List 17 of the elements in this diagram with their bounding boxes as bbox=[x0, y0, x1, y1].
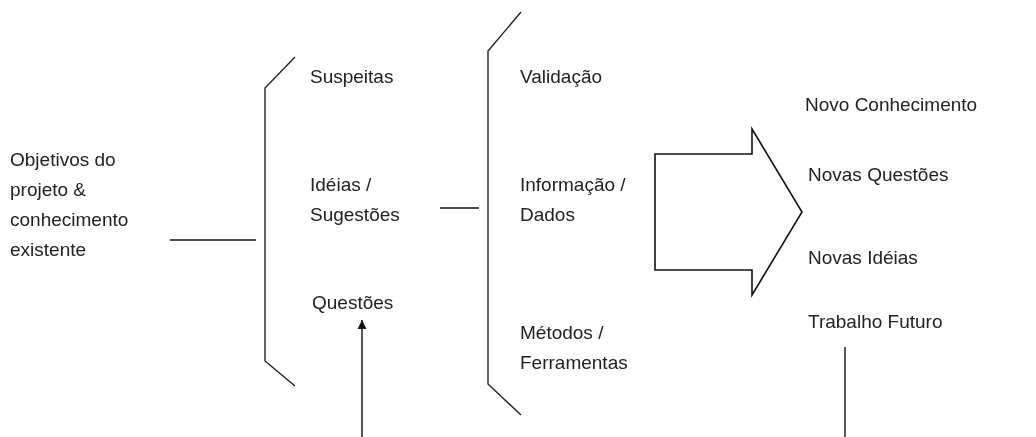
arrow bbox=[357, 319, 367, 437]
text-label: Validação bbox=[520, 62, 603, 92]
text-label: Métodos / Ferramentas bbox=[520, 318, 645, 378]
connector-line bbox=[439, 207, 480, 209]
connector-line bbox=[844, 346, 846, 437]
bracket-shape bbox=[262, 55, 297, 388]
block-arrow bbox=[654, 126, 803, 298]
text-label: Novas Questões bbox=[808, 160, 1028, 190]
text-label: Informação / Dados bbox=[520, 170, 645, 230]
text-label: Suspeitas bbox=[310, 62, 394, 92]
text-label: Novo Conhecimento bbox=[805, 90, 1035, 120]
text-label: Objetivos do projeto & conhecimento existente bbox=[10, 145, 160, 265]
text-label: Novas Idéias bbox=[808, 243, 1028, 273]
text-label: Trabalho Futuro bbox=[808, 307, 1028, 337]
text-label: Idéias / Sugestões bbox=[310, 170, 430, 230]
text-label: Questões bbox=[312, 288, 394, 318]
connector-line bbox=[169, 239, 257, 241]
